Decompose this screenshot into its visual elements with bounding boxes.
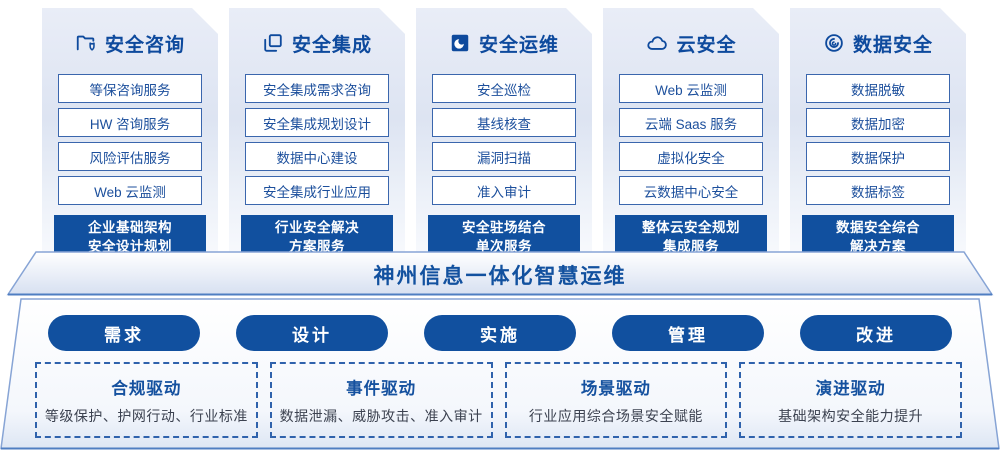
driver-desc: 行业应用综合场景安全赋能 — [528, 407, 703, 424]
service-item: HW 咨询服务 — [58, 108, 202, 137]
service-item: 数据加密 — [806, 108, 950, 137]
data-fingerprint-icon — [823, 32, 845, 54]
column-title: 安全运维 — [478, 34, 559, 56]
driver-desc: 等级保护、护网行动、行业标准 — [44, 407, 248, 424]
service-item: 数据脱敏 — [806, 74, 950, 103]
column-header: 云安全 — [603, 30, 779, 56]
service-item: 基线核查 — [432, 108, 576, 137]
pill-management: 管理 — [612, 315, 764, 351]
driver-scenario: 场景驱动 行业应用综合场景安全赋能 — [504, 362, 728, 438]
service-item-list: 等保咨询服务 HW 咨询服务 风险评估服务 Web 云监测 — [42, 74, 218, 205]
column-security-operations: 安全运维 安全巡检 基线核查 漏洞扫描 准入审计 安全驻场结合 单次服务 — [416, 8, 592, 254]
service-item: 准入审计 — [432, 176, 576, 205]
pill-improvement: 改进 — [800, 315, 952, 351]
driver-incident: 事件驱动 数据泄漏、威胁攻击、准入审计 — [269, 362, 493, 438]
service-item: 虚拟化安全 — [619, 142, 763, 171]
service-item: 安全集成规划设计 — [245, 108, 389, 137]
drivers-row: 合规驱动 等级保护、护网行动、行业标准 事件驱动 数据泄漏、威胁攻击、准入审计 … — [35, 362, 962, 438]
driver-desc: 数据泄漏、威胁攻击、准入审计 — [279, 407, 483, 424]
column-header: 数据安全 — [790, 30, 966, 56]
service-item: 数据保护 — [806, 142, 950, 171]
pill-implementation: 实施 — [424, 315, 576, 351]
driver-title: 事件驱动 — [346, 379, 417, 398]
service-item: 数据中心建设 — [245, 142, 389, 171]
integration-layers-icon — [262, 32, 284, 54]
service-item-list: 安全集成需求咨询 安全集成规划设计 数据中心建设 安全集成行业应用 — [229, 74, 405, 205]
driver-compliance: 合规驱动 等级保护、护网行动、行业标准 — [35, 362, 258, 438]
column-security-integration: 安全集成 安全集成需求咨询 安全集成规划设计 数据中心建设 安全集成行业应用 行… — [229, 8, 405, 254]
driver-desc: 基础架构安全能力提升 — [778, 407, 924, 424]
column-security-consulting: 安全咨询 等保咨询服务 HW 咨询服务 风险评估服务 Web 云监测 企业基础架… — [42, 8, 218, 254]
column-title: 安全集成 — [291, 34, 372, 56]
service-item: 等保咨询服务 — [58, 74, 202, 103]
service-item: 数据标签 — [806, 176, 950, 205]
service-columns-row: 安全咨询 等保咨询服务 HW 咨询服务 风险评估服务 Web 云监测 企业基础架… — [42, 8, 966, 254]
consulting-folder-shield-icon — [75, 32, 97, 54]
service-item: 安全巡检 — [432, 74, 576, 103]
service-item-list: 数据脱敏 数据加密 数据保护 数据标签 — [790, 74, 966, 205]
service-item: 安全集成需求咨询 — [245, 74, 389, 103]
service-item: 云端 Saas 服务 — [619, 108, 763, 137]
pill-design: 设计 — [236, 315, 388, 351]
driver-evolution: 演进驱动 基础架构安全能力提升 — [739, 362, 962, 438]
service-item: 风险评估服务 — [58, 142, 202, 171]
service-item: Web 云监测 — [58, 176, 202, 205]
column-data-security: 数据安全 数据脱敏 数据加密 数据保护 数据标签 数据安全综合 解决方案 — [790, 8, 966, 254]
column-title: 数据安全 — [852, 34, 933, 56]
pill-requirements: 需求 — [48, 315, 200, 351]
service-item: 漏洞扫描 — [432, 142, 576, 171]
column-title: 安全咨询 — [104, 34, 185, 56]
service-item: Web 云监测 — [619, 74, 763, 103]
driver-title: 演进驱动 — [815, 379, 886, 398]
banner-platform: 神州信息一体化智慧运维 — [0, 251, 1000, 296]
cloud-icon — [645, 32, 668, 54]
operations-monitor-icon — [449, 32, 471, 54]
column-cloud-security: 云安全 Web 云监测 云端 Saas 服务 虚拟化安全 云数据中心安全 整体云… — [603, 8, 779, 254]
column-header: 安全集成 — [229, 30, 405, 56]
column-title: 云安全 — [676, 34, 737, 56]
service-item: 安全集成行业应用 — [245, 176, 389, 205]
driver-title: 合规驱动 — [111, 379, 182, 398]
column-header: 安全咨询 — [42, 30, 218, 56]
banner-trapezoid-shape — [6, 251, 994, 296]
service-item-list: Web 云监测 云端 Saas 服务 虚拟化安全 云数据中心安全 — [603, 74, 779, 205]
service-item-list: 安全巡检 基线核查 漏洞扫描 准入审计 — [416, 74, 592, 205]
service-item: 云数据中心安全 — [619, 176, 763, 205]
process-pills-row: 需求 设计 实施 管理 改进 — [48, 315, 952, 351]
column-header: 安全运维 — [416, 30, 592, 56]
driver-title: 场景驱动 — [580, 379, 651, 398]
banner-title: 神州信息一体化智慧运维 — [373, 265, 627, 288]
